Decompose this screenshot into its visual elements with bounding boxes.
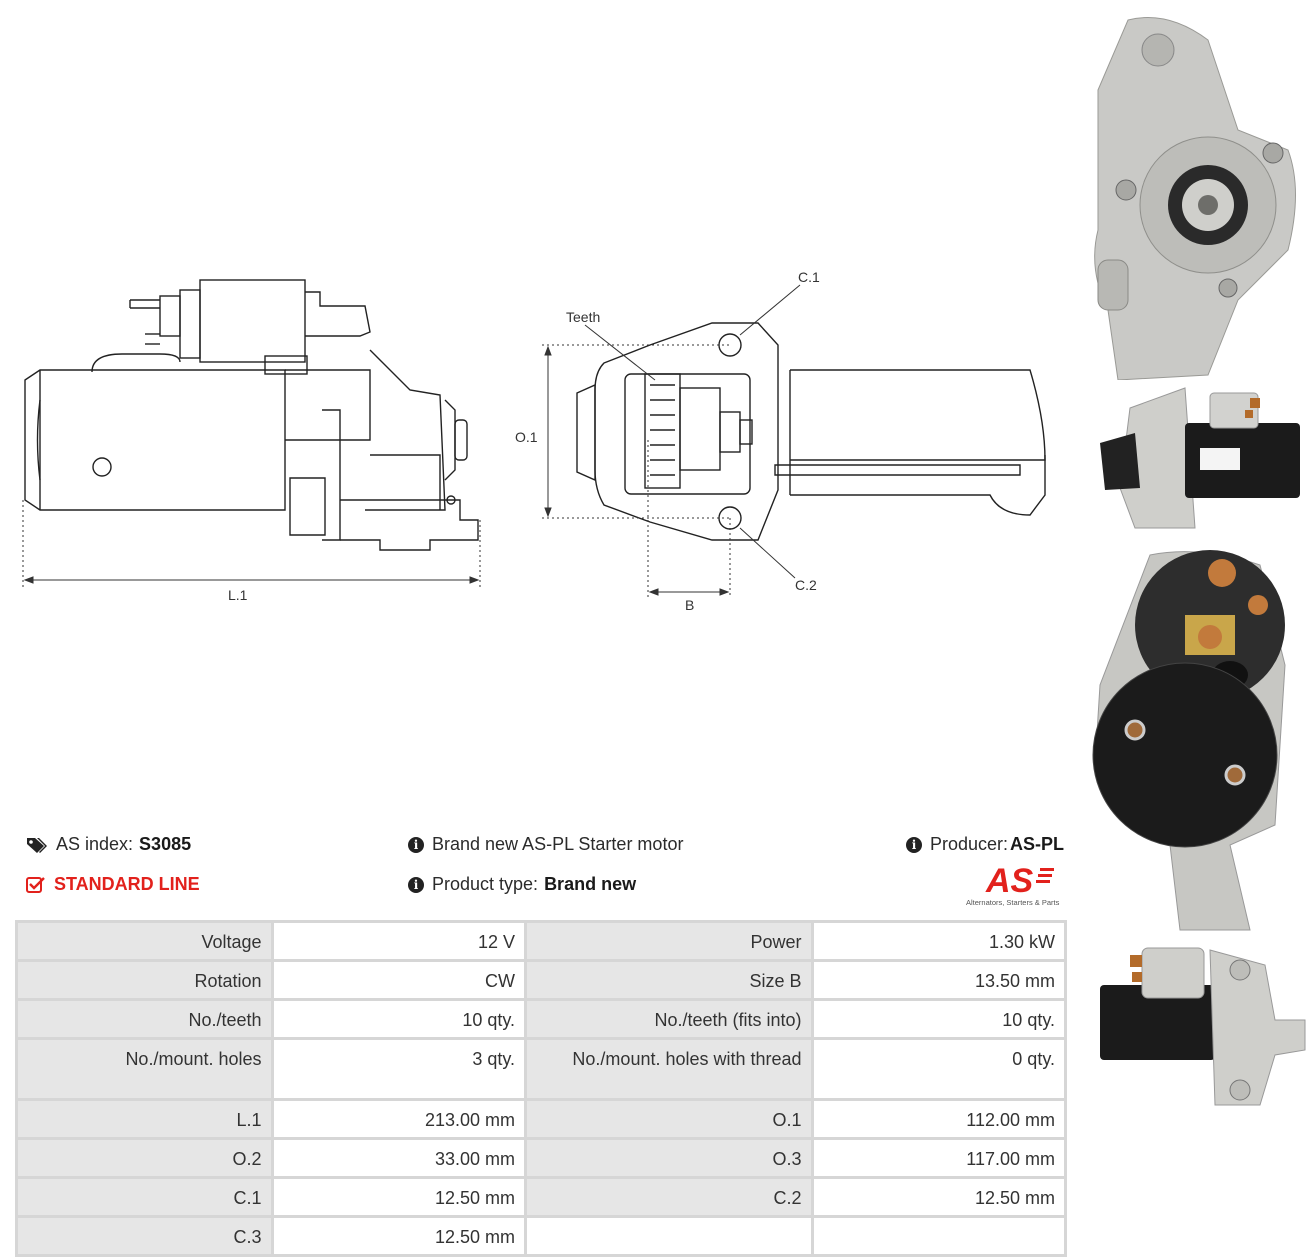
technical-drawing: L.1 O.1 B C.1 C.2 Teeth [22,269,1046,613]
spec-label: No./teeth [15,998,274,1040]
front-view-drawing [576,322,1046,541]
spec-value: 3 qty. [270,1037,528,1101]
logo-mark: AS [985,862,1034,900]
dim-label-teeth: Teeth [566,309,600,325]
description-row: i Brand new AS-PL Starter motor [408,834,683,855]
spec-label: C.1 [15,1176,274,1218]
spec-value: 0 qty. [810,1037,1068,1101]
product-photo-rear [1092,550,1286,931]
spec-label: Rotation [15,959,274,1001]
as-pl-logo: AS Alternators, Starters & Parts [966,862,1060,907]
spec-value: 117.00 mm [810,1137,1068,1179]
product-photo-front [1094,17,1296,380]
spec-label: O.3 [524,1137,814,1179]
spec-label-empty [524,1215,814,1257]
product-type-value: Brand new [544,874,637,894]
spec-label: C.3 [15,1215,274,1257]
dim-label-o1: O.1 [515,429,538,445]
spec-label: C.2 [524,1176,814,1218]
table-row: C.1 12.50 mm C.2 12.50 mm [15,1176,1068,1218]
as-index-label: AS index: [56,834,134,854]
standard-line-row: STANDARD LINE [26,874,200,895]
spec-value: 33.00 mm [270,1137,528,1179]
product-description: Brand new AS-PL Starter motor [432,834,684,854]
spec-value: 12.50 mm [270,1215,528,1257]
spec-value: 112.00 mm [810,1098,1068,1140]
spec-value-empty [810,1215,1068,1257]
spec-label: No./mount. holes [15,1037,274,1101]
info-icon: i [408,876,424,893]
producer-value: AS-PL [1010,834,1065,854]
table-row: L.1 213.00 mm O.1 112.00 mm [15,1098,1068,1140]
dim-label-c2: C.2 [795,577,817,593]
spec-value: 10 qty. [270,998,528,1040]
info-icon: i [906,836,922,853]
spec-label: Size B [524,959,814,1001]
product-type-row: i Product type: Brand new [408,874,636,895]
spec-value: 12.50 mm [270,1176,528,1218]
product-photo-side [1100,387,1300,529]
checkbox-icon [26,876,45,893]
producer-label: Producer: [930,834,1009,854]
spec-label: O.2 [15,1137,274,1179]
spec-label: No./mount. holes with thread [524,1037,814,1101]
spec-label: O.1 [524,1098,814,1140]
spec-label: Voltage [15,920,274,962]
spec-value: 13.50 mm [810,959,1068,1001]
producer-row: i Producer: AS-PL [906,834,1064,855]
spec-label: Power [524,920,814,962]
table-row: No./teeth 10 qty. No./teeth (fits into) … [15,998,1068,1040]
standard-line-label: STANDARD LINE [54,874,200,894]
spec-label: No./teeth (fits into) [524,998,814,1040]
table-row: No./mount. holes 3 qty. No./mount. holes… [15,1037,1068,1101]
spec-value: 213.00 mm [270,1098,528,1140]
as-index-value: S3085 [139,834,192,854]
spec-label: L.1 [15,1098,274,1140]
as-index-row: AS index: S3085 [26,834,191,855]
side-view-drawing [24,279,479,551]
dim-label-l1: L.1 [228,587,248,603]
product-photo-side-2 [1100,947,1306,1106]
spec-value: CW [270,959,528,1001]
info-icon: i [408,836,424,853]
spec-value: 12 V [270,920,528,962]
spec-value: 10 qty. [810,998,1068,1040]
tags-icon [27,837,47,853]
table-row: Voltage 12 V Power 1.30 kW [15,920,1068,962]
dim-label-c1: C.1 [798,269,820,285]
product-type-label: Product type: [432,874,539,894]
table-row: C.3 12.50 mm [15,1215,1068,1257]
specifications-table: Voltage 12 V Power 1.30 kW Rotation CW S… [15,920,1068,1257]
dim-label-b: B [685,597,694,613]
spec-value: 1.30 kW [810,920,1068,962]
spec-value: 12.50 mm [810,1176,1068,1218]
table-row: Rotation CW Size B 13.50 mm [15,959,1068,1001]
table-row: O.2 33.00 mm O.3 117.00 mm [15,1137,1068,1179]
logo-tagline: Alternators, Starters & Parts [966,898,1060,907]
